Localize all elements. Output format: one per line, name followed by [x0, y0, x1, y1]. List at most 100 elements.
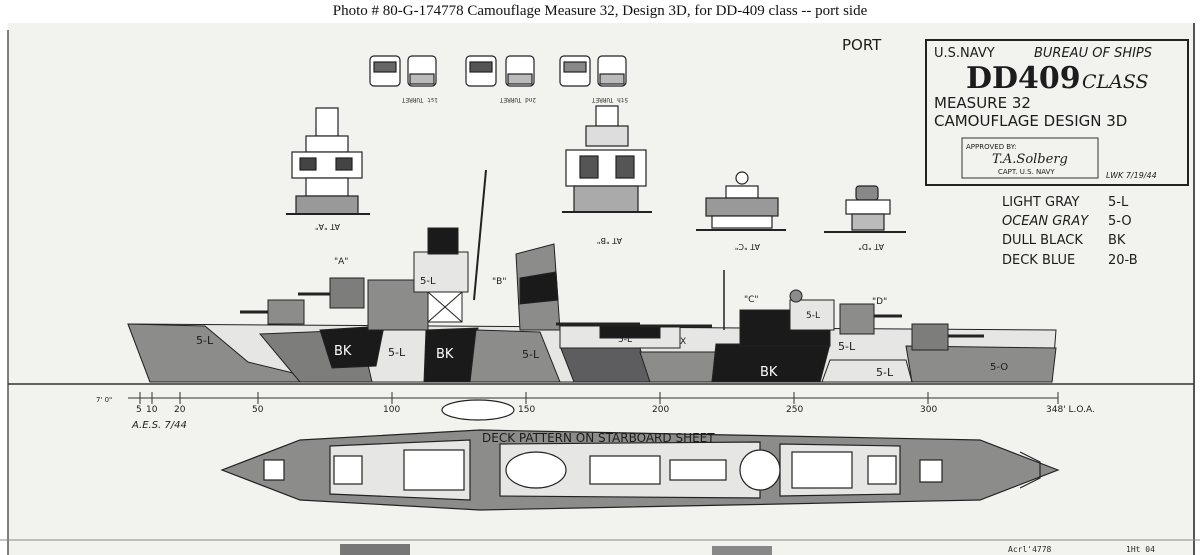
aft-searchlight-platform — [789, 299, 835, 331]
turret-5-front-port — [563, 61, 587, 73]
approval-box — [961, 137, 1099, 179]
turret-1-front-port — [373, 61, 397, 73]
navy-label: U.S.NAVY — [934, 46, 995, 61]
class-number: DD409 — [966, 61, 1081, 96]
aft-searchlight — [789, 289, 803, 303]
legend-code-deck-blue: 20-B — [1108, 253, 1138, 268]
legend-code-ocean-gray: 5-O — [1108, 214, 1132, 229]
section-b-window-left — [579, 155, 599, 179]
bridge-director — [427, 227, 459, 255]
section-d-gun-top — [855, 185, 879, 201]
hull-mark-2: BK — [334, 344, 352, 359]
turret-5-rear-base — [599, 73, 625, 85]
hull-patch-deckblue — [559, 345, 651, 383]
section-a-base — [295, 195, 359, 215]
hull-mark-11: 5-O — [990, 362, 1008, 373]
section-b-window-right — [615, 155, 635, 179]
port-label: PORT — [842, 36, 882, 54]
footer-tape-2 — [712, 546, 772, 555]
scale-tick-200: 200 — [652, 405, 669, 415]
scale-tick-labels: 5 10 20 50 100 150 200 250 300 348' L.O.… — [96, 396, 1095, 431]
turret-1-caption: 1st TURRET — [401, 96, 438, 103]
section-d-base — [851, 213, 885, 231]
section-a-window-left — [299, 157, 317, 171]
funnel-band — [519, 271, 559, 305]
section-c-base — [711, 215, 773, 229]
legend-name-deck-blue: DECK BLUE — [1002, 253, 1075, 268]
view-marker-c: "C" — [744, 295, 759, 305]
approved-signature: T.A.Solberg — [992, 152, 1068, 167]
view-marker-b: "B" — [492, 277, 506, 287]
bureau-label: BUREAU OF SHIPS — [1034, 46, 1152, 61]
view-marker-a: "A" — [334, 257, 348, 267]
scale-start-label: 7' 0" — [96, 396, 112, 404]
turret-2-front-port — [469, 61, 493, 73]
deck-aft-house — [791, 451, 853, 489]
scale-tick-5: 5 — [136, 405, 142, 415]
deck-torpedo-2 — [669, 459, 727, 481]
view-marker-d: "D" — [872, 297, 887, 307]
hull-patch-bk-1 — [319, 325, 385, 369]
turret-2-caption: 2nd TURRET — [499, 96, 536, 103]
draftsman-initials: LWK 7/19/44 — [1106, 171, 1157, 180]
hull-patch-mid-gray — [469, 329, 561, 383]
section-c-deckhouse — [705, 197, 779, 217]
deck-gun-1 — [263, 459, 285, 481]
section-a-caption: AT "A" — [315, 222, 340, 231]
deck-funnel — [505, 451, 567, 489]
hull-color-marks: 5-L BK 5-L BK 5-L 5-L X 5-L BK 5-L 5-O 5… — [196, 276, 1008, 380]
turret-1-rear-base — [409, 73, 435, 85]
photo-caption: Photo # 80-G-174778 Camouflage Measure 3… — [332, 3, 868, 19]
scale-tick-50: 50 — [252, 405, 264, 415]
gun-mount-1 — [267, 299, 305, 325]
legend-name-dull-black: DULL BLACK — [1002, 233, 1083, 248]
approved-title: CAPT. U.S. NAVY — [998, 168, 1055, 176]
mid-deckhouse-bk — [599, 325, 661, 339]
approved-label: APPROVED BY: — [966, 143, 1016, 151]
hull-mark-5: 5-L — [522, 348, 540, 361]
scale-tick-20: 20 — [174, 405, 186, 415]
section-c-view — [696, 171, 786, 231]
gun-mount-4 — [839, 303, 875, 335]
section-d-caption: AT "D" — [858, 242, 884, 251]
turret-2-rear-base — [507, 73, 533, 85]
legend-code-dull-black: BK — [1108, 233, 1126, 248]
scale-initials: A.E.S. 7/44 — [131, 420, 187, 431]
section-d-mount — [845, 199, 891, 215]
deck-depth-charge-rack — [1019, 451, 1041, 489]
scale-tick-150: 150 — [518, 405, 535, 415]
scale-ticks — [139, 392, 1059, 404]
footer-tape-1 — [340, 544, 410, 555]
section-b-base — [573, 185, 639, 213]
turret-views — [369, 55, 627, 87]
ship-profile — [127, 169, 1057, 383]
bridge-upper — [413, 251, 469, 293]
deck-gun-5 — [919, 459, 943, 483]
hull-patch-bow-gray — [127, 323, 331, 383]
section-c-upper — [725, 185, 759, 199]
footer-right: 1Ht 04 — [1126, 545, 1155, 554]
hull-mark-13: 5-L — [528, 293, 542, 303]
foremast — [473, 169, 487, 301]
hull-mark-9: BK — [760, 365, 778, 380]
hull-mark-12: 5-L — [420, 276, 436, 287]
bridge-lattice-x2 — [427, 291, 463, 323]
legend-name-light-gray: LIGHT GRAY — [1002, 195, 1079, 210]
section-a-view — [286, 107, 370, 215]
deck-boat — [441, 399, 515, 421]
section-c-lamp — [735, 171, 749, 185]
hull-mark-7: X — [680, 337, 686, 347]
title-block: U.S.NAVY BUREAU OF SHIPS DD409 CLASS MEA… — [925, 39, 1189, 186]
deck-searchlight-platform — [739, 449, 781, 491]
legend-name-ocean-gray: OCEAN GRAY — [1002, 214, 1089, 229]
turret-1-views — [369, 55, 437, 87]
hull-mark-4: BK — [436, 347, 454, 362]
scale-tick-250: 250 — [786, 405, 803, 415]
scale-end-label: 348' L.O.A. — [1046, 405, 1095, 415]
deck-note: DECK PATTERN ON STARBOARD SHEET — [482, 431, 715, 445]
deck-torpedo-1 — [589, 455, 661, 485]
gun-mount-5 — [911, 323, 949, 351]
hull-mark-6: 5-L — [618, 335, 632, 345]
color-legend: LIGHT GRAY 5-L OCEAN GRAY 5-O DULL BLACK… — [1002, 195, 1138, 268]
